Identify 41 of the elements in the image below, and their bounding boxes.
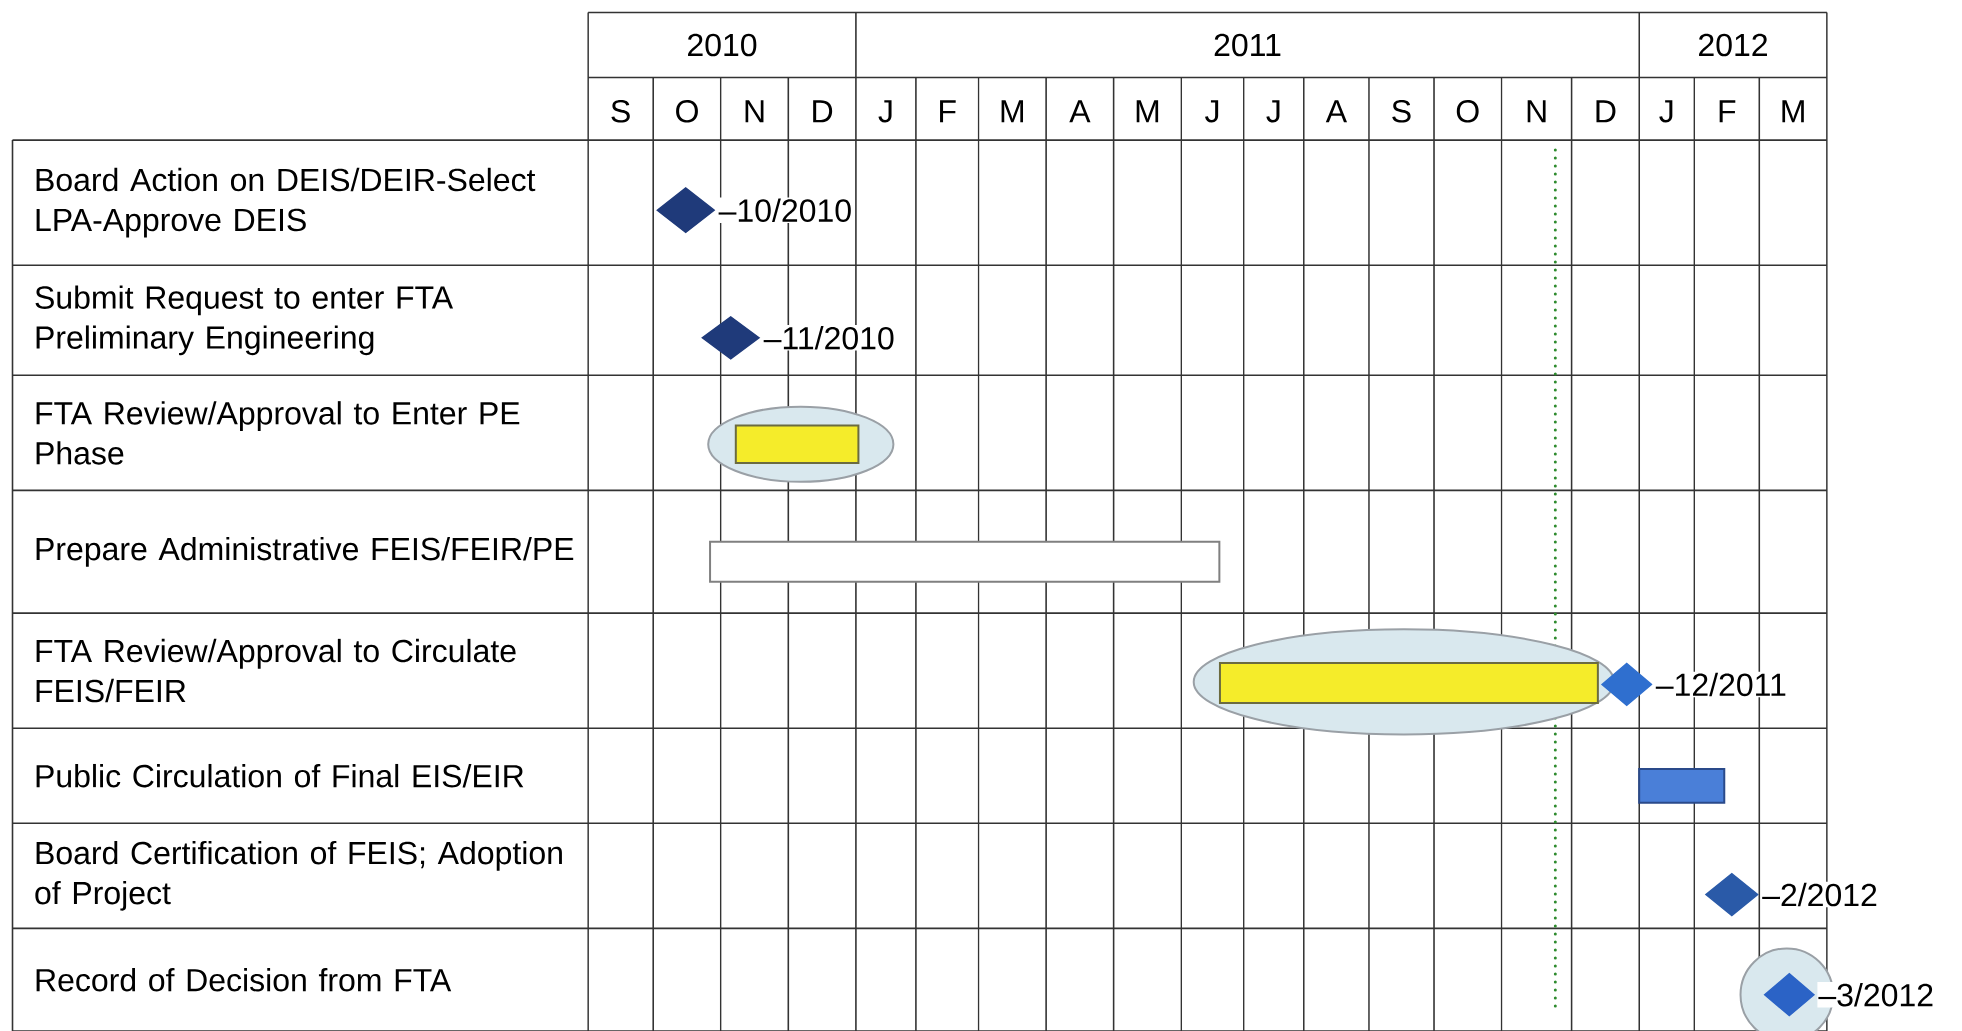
month-header: D [813, 100, 833, 123]
task-name: Record of Decision from FTA [36, 967, 452, 992]
month-header: J [1659, 100, 1673, 123]
task-name: Board Certification of FEIS; Adoption of Project [35, 840, 562, 911]
month-header: N [1527, 100, 1546, 123]
month-header: D [1596, 100, 1616, 123]
month-header: A [1069, 100, 1091, 123]
year-header: 2010 [688, 33, 757, 57]
task-name: FTA Review/Approval to Circulate FEIS/FEIR [36, 638, 516, 703]
year-header: 2011 [1214, 33, 1281, 57]
month-header: J [1205, 100, 1219, 123]
date-label: –10/2010 [717, 197, 854, 223]
date-label: –2/2012 [1761, 881, 1879, 908]
month-header: F [940, 100, 956, 123]
task-name: Board Action on DEIS/DEIR-Select LPA-Approve DEIS [36, 167, 536, 238]
month-header: M [1782, 100, 1804, 123]
month-header: J [1266, 100, 1280, 123]
month-header: O [1456, 99, 1479, 123]
month-header: M [1001, 100, 1023, 123]
task-name: Submit Request to enter FTA Preliminary Engineering [35, 285, 454, 356]
task-name: FTA Review/Approval to Enter PE Phase [36, 401, 520, 465]
task-name: Public Circulation of Final EIS/EIR [36, 763, 524, 788]
milestone-diamond [1704, 872, 1759, 917]
task-bar [1638, 767, 1726, 804]
task-name: Prepare Administrative FEIS/FEIR/PE [36, 536, 574, 567]
milestone-diamond [1600, 662, 1653, 707]
month-header: S [1392, 99, 1411, 123]
month-header: A [1325, 100, 1348, 123]
year-header: 2012 [1699, 33, 1767, 57]
date-label: –11/2010 [762, 325, 896, 351]
date-label: –3/2012 [1817, 981, 1936, 1008]
task-bar [709, 540, 1221, 583]
month-header: F [1719, 100, 1736, 123]
month-header: O [676, 99, 698, 123]
date-label: –12/2011 [1654, 671, 1788, 698]
month-header: M [1136, 100, 1159, 123]
task-bar [734, 424, 860, 464]
month-header: J [878, 100, 892, 123]
task-bar [1218, 662, 1599, 705]
month-header: N [745, 100, 764, 123]
month-header: S [611, 99, 630, 123]
